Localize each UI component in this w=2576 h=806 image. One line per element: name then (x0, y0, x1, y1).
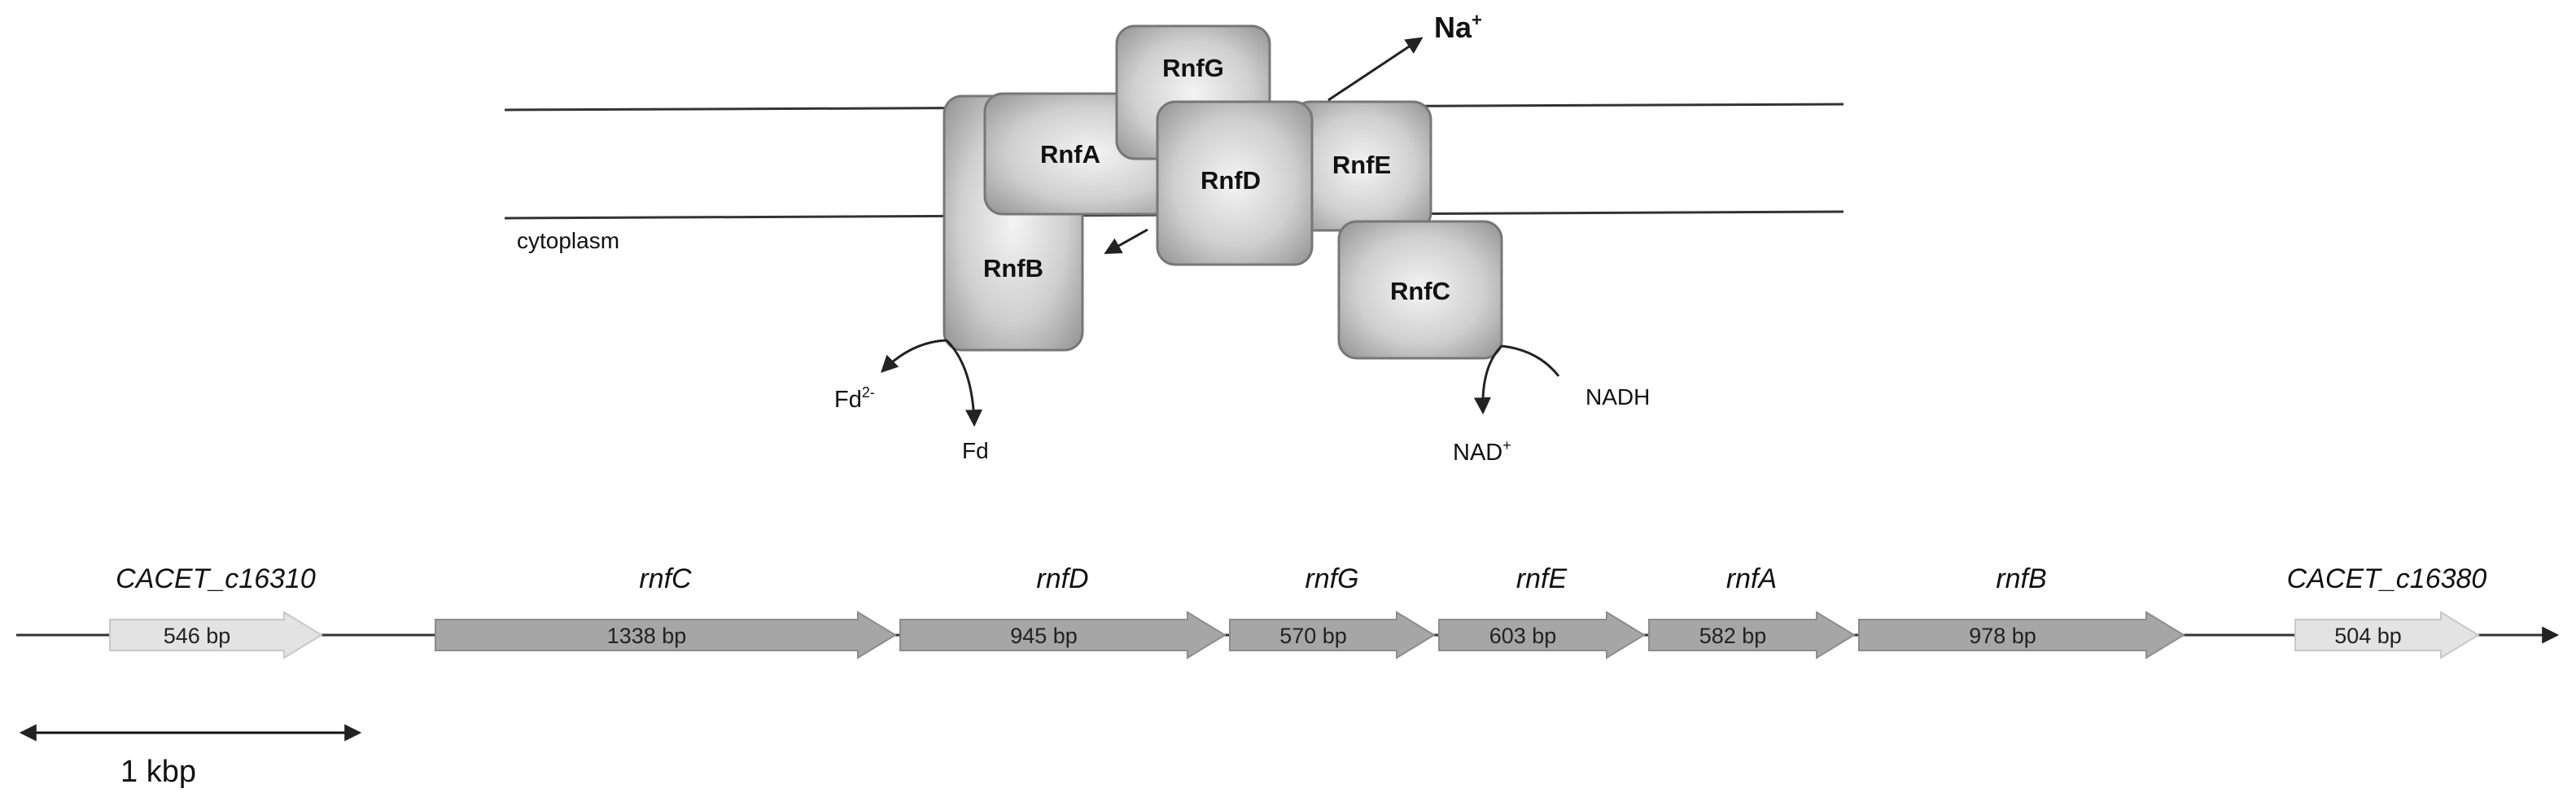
nad-label: NAD+ (1453, 437, 1511, 466)
gene-CACET_c16380: 504 bp CACET_c16380 (2287, 563, 2487, 659)
nadh-arrow (1501, 344, 1560, 377)
gene-rnfA: 582 bp rnfA (1648, 563, 1856, 659)
fd-reduced-sup: 2- (862, 384, 875, 401)
gene-name-label: rnfC (639, 563, 692, 594)
protein-rnfd-label: RnfD (1201, 166, 1261, 195)
gene-rnfB: 978 bp rnfB (1858, 563, 2185, 659)
gene-arrow-shape (1648, 611, 1856, 659)
gene-rnfG: 570 bp rnfG (1229, 563, 1436, 659)
gene-arrow-shape (1438, 611, 1646, 659)
gene-length-label: 546 bp (164, 624, 231, 648)
gene-length-label: 504 bp (2334, 624, 2402, 648)
gene-length-label: 570 bp (1279, 624, 1347, 648)
protein-rnfa-label: RnfA (1040, 140, 1100, 169)
protein-rnfc-label: RnfC (1390, 277, 1450, 305)
gene-name-label: rnfB (1996, 563, 2046, 594)
operon-map: 546 bp CACET_c16310 1338 bp rnfC 945 bp rnfD 5… (16, 563, 2560, 659)
gene-length-label: 945 bp (1010, 624, 1078, 648)
na-arrow (1327, 37, 1424, 102)
protein-rnfe-label: RnfE (1332, 151, 1391, 179)
gene-rnfC: 1338 bp rnfC (435, 563, 897, 659)
scale-bar: 1 kbp (19, 724, 362, 789)
gene-name-label: rnfG (1305, 563, 1358, 594)
gene-length-label: 978 bp (1969, 624, 2036, 648)
gene-length-label: 603 bp (1489, 624, 1557, 648)
fd-reduced-text: Fd (834, 387, 862, 413)
gene-name-label: CACET_c16310 (116, 563, 316, 594)
protein-rnfc: RnfC (1337, 220, 1503, 360)
na-ion-text: Na (1434, 11, 1472, 44)
protein-rnfd: RnfD (1156, 100, 1314, 266)
gene-rnfD: 945 bp rnfD (899, 563, 1227, 659)
gene-arrows: 546 bp CACET_c16310 1338 bp rnfC 945 bp rnfD 5… (109, 563, 2487, 659)
protein-rnfg-label: RnfG (1162, 54, 1224, 82)
na-ion-sup: + (1472, 10, 1482, 30)
internal-transfer-arrow (1104, 228, 1148, 255)
protein-rnfb-label: RnfB (983, 254, 1043, 283)
gene-arrow-shape (435, 611, 897, 659)
gene-arrow-shape (899, 611, 1227, 659)
gene-arrow-shape (2294, 611, 2480, 659)
gene-name-label: CACET_c16380 (2287, 563, 2487, 594)
gene-name-label: rnfA (1726, 563, 1777, 594)
fd-reduced-arrow (881, 339, 947, 373)
gene-name-label: rnfE (1516, 563, 1568, 594)
fd-reduced-label: Fd2- (834, 384, 875, 413)
gene-arrow-shape (1858, 611, 2185, 659)
nadh-label: NADH (1585, 384, 1650, 410)
cytoplasm-label: cytoplasm (517, 228, 619, 253)
nad-sup: + (1502, 437, 1511, 453)
gene-length-label: 582 bp (1699, 624, 1767, 648)
na-ion-label: Na+ (1434, 10, 1482, 44)
nad-arrow (1473, 344, 1503, 415)
gene-CACET_c16310: 546 bp CACET_c16310 (109, 563, 323, 659)
nad-text: NAD (1453, 440, 1502, 466)
fd-oxidized-label: Fd (962, 438, 989, 463)
gene-rnfE: 603 bp rnfE (1438, 563, 1646, 659)
gene-name-label: rnfD (1036, 563, 1088, 594)
gene-arrow-shape (1229, 611, 1436, 659)
scale-bar-label: 1 kbp (120, 755, 196, 789)
fd-oxidized-arrow (945, 339, 983, 427)
gene-length-label: 1338 bp (607, 624, 687, 648)
gene-arrow-shape (109, 611, 323, 659)
